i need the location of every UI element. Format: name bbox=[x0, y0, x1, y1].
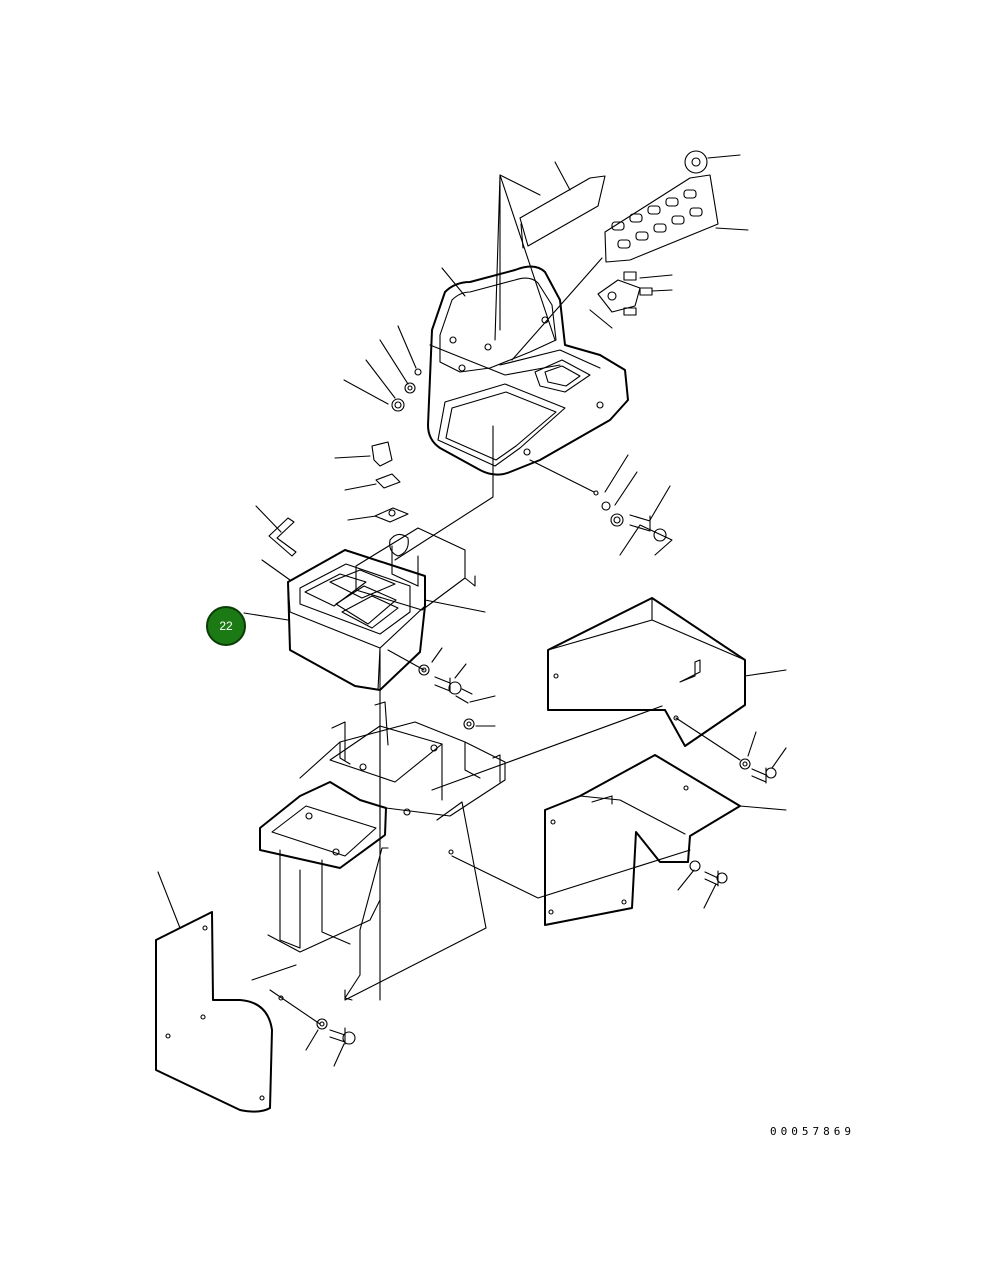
top-rear-cover bbox=[427, 265, 629, 476]
switch-box-assembly bbox=[287, 549, 426, 691]
hex-key bbox=[268, 517, 297, 557]
center-side-panel bbox=[344, 801, 487, 1001]
clip-parts bbox=[371, 441, 409, 523]
leader-lines bbox=[157, 154, 787, 1067]
main-frame bbox=[259, 701, 506, 1001]
document-number: 00057869 bbox=[770, 1125, 855, 1138]
left-lower-cover bbox=[155, 911, 284, 1113]
right-upper-cover bbox=[547, 597, 746, 747]
left-fasteners bbox=[316, 1018, 356, 1045]
box-fasteners bbox=[418, 664, 475, 730]
cover-fasteners bbox=[391, 368, 667, 542]
part-number-callout[interactable]: 22 bbox=[206, 606, 246, 646]
upper-bracket bbox=[355, 527, 476, 611]
switch-plate bbox=[604, 150, 719, 263]
label-sticker bbox=[519, 175, 606, 249]
right-lower-cover bbox=[544, 754, 741, 926]
right-fasteners bbox=[689, 758, 777, 887]
switch bbox=[597, 271, 653, 316]
